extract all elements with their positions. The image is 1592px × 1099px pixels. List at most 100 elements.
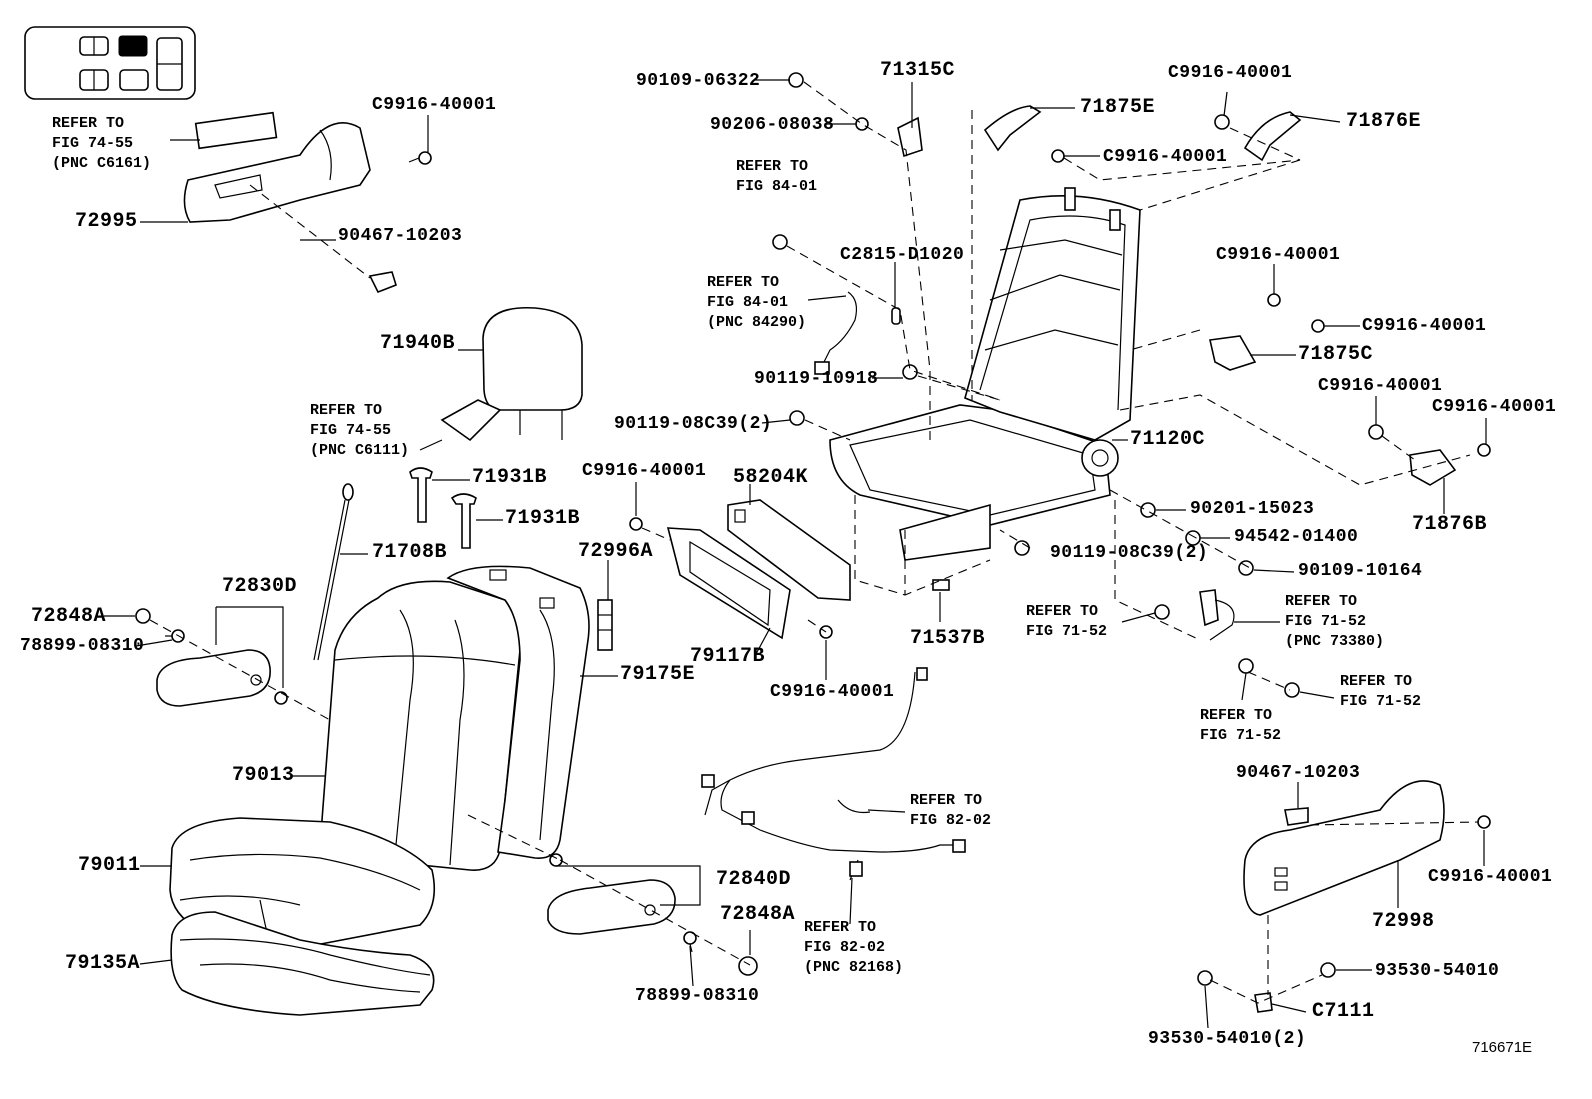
part-71708B-rod <box>313 483 354 661</box>
part-72830D-armrest <box>156 649 288 707</box>
part-71931B-support-b <box>450 493 477 549</box>
part-90119-08c39-bolt-b <box>1014 540 1030 556</box>
part-82-02-wire-harness <box>701 667 966 881</box>
part-90109-10164-bolt <box>1238 560 1254 576</box>
part-58204K-bracket <box>727 499 851 601</box>
label-90119-10918: 90119-10918 <box>754 369 879 389</box>
part-c7111-bracket <box>1254 992 1273 1013</box>
part-71-52-nut <box>1238 658 1254 674</box>
seat-locator-thumbnail <box>24 26 196 100</box>
label-c9916-40001-72996: C9916-40001 <box>582 461 707 481</box>
label-94542-01400: 94542-01400 <box>1234 527 1359 547</box>
ref-fig-74-55-c6111: REFER TO FIG 74-55 (PNC C6111) <box>310 402 410 459</box>
part-71875C-bracket <box>1209 335 1257 371</box>
part-72848A-cap-a <box>135 608 151 624</box>
label-93530-54010-b: 93530-54010(2) <box>1148 1029 1307 1049</box>
ref-fig-82-02-b: REFER TO FIG 82-02 (PNC 82168) <box>804 919 904 976</box>
part-90109-06322-bolt <box>788 72 804 88</box>
label-78899-08310-b: 78899-08310 <box>635 986 760 1006</box>
part-79175E-seatback-pad <box>446 565 590 859</box>
part-71876B-bracket <box>1409 449 1457 486</box>
label-71931B-b: 71931B <box>505 507 581 530</box>
part-72995-seat-shield <box>183 111 371 223</box>
part-71120C-seat-frame <box>829 187 1141 561</box>
part-71876E-bracket <box>1243 111 1302 162</box>
label-72996A: 72996A <box>578 540 654 563</box>
label-58204K: 58204K <box>733 466 809 489</box>
label-71875C: 71875C <box>1298 343 1374 366</box>
label-72848A-a: 72848A <box>31 605 107 628</box>
label-90206-08038: 90206-08038 <box>710 115 835 135</box>
part-84-01-harness <box>814 291 858 375</box>
part-90467-clip-right <box>1284 807 1309 826</box>
part-c2815-clip <box>891 307 901 325</box>
label-71931B-a: 71931B <box>472 466 548 489</box>
label-90119-08c39-a: 90119-08C39(2) <box>614 414 773 434</box>
part-79135A-cushion-pad <box>170 911 435 1016</box>
label-71875E: 71875E <box>1080 96 1156 119</box>
figure-id: 716671E <box>1472 1039 1533 1056</box>
label-71120C: 71120C <box>1130 428 1206 451</box>
part-71875E-bracket <box>983 105 1042 152</box>
label-c2815-d1020: C2815-D1020 <box>840 245 965 265</box>
label-90201-15023: 90201-15023 <box>1190 499 1315 519</box>
ref-fig-71-52-a: REFER TO FIG 71-52 <box>1026 603 1108 640</box>
ref-fig-74-55-c6161: REFER TO FIG 74-55 (PNC C6161) <box>52 115 152 172</box>
part-79013-seatback-cover <box>321 580 521 871</box>
label-71876E: 71876E <box>1346 110 1422 133</box>
label-79011: 79011 <box>78 854 141 877</box>
ref-fig-71-52-c: REFER TO FIG 71-52 <box>1340 673 1422 710</box>
ref-fig-82-02-a: REFER TO FIG 82-02 <box>910 792 992 829</box>
part-72998-seat-shield <box>1243 780 1445 916</box>
part-71931B-support-a <box>409 467 433 523</box>
part-93530-bolt-b <box>1197 970 1213 986</box>
part-bolt-c9916-71875c-a <box>1267 293 1281 307</box>
part-90467-clip-left <box>368 271 397 294</box>
part-seatbelt-buckle <box>1199 589 1235 641</box>
part-bolt-c9916-71876e <box>1214 114 1230 130</box>
label-79117B: 79117B <box>690 645 766 668</box>
label-C7111: C7111 <box>1312 1000 1375 1023</box>
highlighted-seat-marker <box>118 35 148 57</box>
part-bolt-c9916-71875e <box>1051 149 1065 163</box>
label-93530-54010-a: 93530-54010 <box>1375 961 1500 981</box>
part-71315C-bracket <box>897 116 923 158</box>
part-72996A-clip <box>597 599 613 651</box>
label-c9916-40001-71875e: C9916-40001 <box>1103 147 1228 167</box>
label-78899-08310-a: 78899-08310 <box>20 636 145 656</box>
label-72840D: 72840D <box>716 868 792 891</box>
ref-fig-84-01-a: REFER TO FIG 84-01 <box>736 158 818 195</box>
ref-fig-71-52-d: REFER TO FIG 71-52 <box>1200 707 1282 744</box>
part-headrest-tag <box>440 399 502 442</box>
part-90119-08c39-bolt-a <box>789 410 805 426</box>
ref-fig-84-01-b: REFER TO FIG 84-01 (PNC 84290) <box>707 274 807 331</box>
part-72848A-cap-b <box>738 956 758 976</box>
label-c9916-40001-71875c-a: C9916-40001 <box>1216 245 1341 265</box>
label-90467-10203-left: 90467-10203 <box>338 226 463 246</box>
part-90206-08038-nut <box>855 117 869 131</box>
part-79117B-panel <box>666 527 791 640</box>
part-bolt-c9916-72995 <box>408 151 432 165</box>
part-71940B-headrest <box>482 306 583 440</box>
label-72998: 72998 <box>1372 910 1435 933</box>
part-bolt-c9916-71875c-b <box>1311 319 1325 333</box>
label-c9916-40001-72998: C9916-40001 <box>1428 867 1553 887</box>
label-71537B: 71537B <box>910 627 986 650</box>
part-72840D-armrest <box>547 879 676 935</box>
label-90109-10164: 90109-10164 <box>1298 561 1423 581</box>
label-90467-10203-right: 90467-10203 <box>1236 763 1361 783</box>
label-72848A-b: 72848A <box>720 903 796 926</box>
part-93530-bolt-a <box>1320 962 1336 978</box>
part-bolt-c9916-72998 <box>1477 815 1491 829</box>
label-c9916-40001-71875c-b: C9916-40001 <box>1362 316 1487 336</box>
label-c9916-40001-top-right: C9916-40001 <box>1168 63 1293 83</box>
label-90119-08c39-b: 90119-08C39(2) <box>1050 543 1209 563</box>
part-71-52-bolt <box>1284 682 1300 698</box>
label-71876B: 71876B <box>1412 513 1488 536</box>
part-71-52-washer <box>1154 604 1170 620</box>
part-78899-bolt-b <box>683 931 697 953</box>
part-71537B-block <box>932 579 950 591</box>
label-c9916-40001-72995: C9916-40001 <box>372 95 497 115</box>
label-72830D: 72830D <box>222 575 298 598</box>
